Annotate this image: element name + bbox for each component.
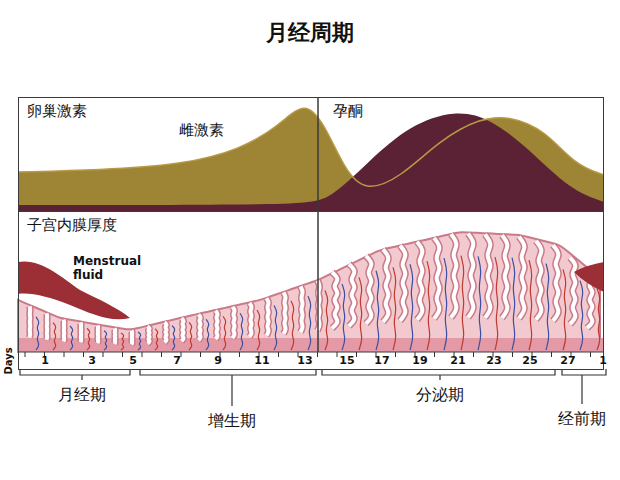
day-number: 15 [339, 355, 354, 368]
phase-bracket [20, 369, 130, 380]
day-number: 3 [88, 355, 96, 368]
day-number: 7 [173, 355, 181, 368]
day-axis [18, 352, 604, 370]
phase-label: 月经期 [58, 386, 106, 404]
panel-text: 卵巢激素 [27, 103, 87, 120]
panel-text: 雌激素 [179, 122, 224, 139]
day-number: 5 [129, 355, 137, 368]
day-number: 9 [214, 355, 222, 368]
day-number: 25 [522, 355, 537, 368]
panel-text: 孕酮 [333, 103, 363, 120]
phase-label: 分泌期 [416, 386, 464, 404]
estrogen-curve [18, 108, 604, 212]
panel-text: 子宫内膜厚度 [27, 217, 117, 234]
phase-bracket [140, 369, 316, 406]
title: 月经周期 [266, 20, 354, 45]
endometrium-panel: 子宫内膜厚度 Menstrual fluid [18, 211, 604, 370]
phase-bracket [562, 369, 606, 404]
day-number: 11 [254, 355, 269, 368]
menstrual-fluid [574, 262, 604, 292]
endometrium [18, 232, 600, 352]
phase-bracket [322, 369, 555, 380]
day-number: 21 [450, 355, 465, 368]
day-number: 23 [486, 355, 501, 368]
ovulation-divider [317, 97, 319, 370]
glands [30, 234, 600, 350]
phase-label: 经前期 [558, 410, 606, 428]
day-number: 17 [374, 355, 389, 368]
day-number: 1 [599, 355, 607, 368]
axis-line [18, 352, 604, 353]
hormone-panel: 卵巢激素雌激素 孕酮 [18, 97, 604, 212]
axis-title: Days [3, 347, 15, 374]
day-number: 27 [560, 355, 575, 368]
day-number: 1 [41, 355, 49, 368]
progesterone-curve [18, 114, 604, 212]
panel-text: Menstrual fluid [73, 255, 143, 283]
day-number: 19 [412, 355, 427, 368]
estrogen-line [18, 108, 604, 186]
phase-label: 增生期 [208, 412, 256, 430]
day-number: 13 [297, 355, 312, 368]
